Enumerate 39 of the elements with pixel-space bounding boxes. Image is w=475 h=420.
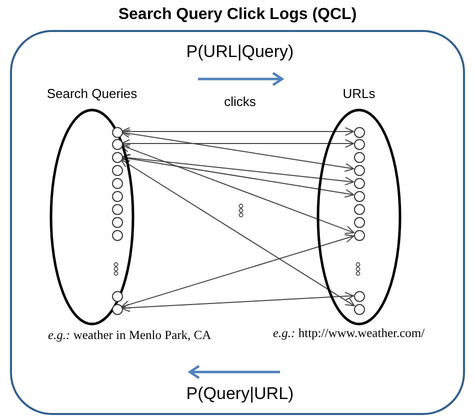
click-arrow <box>121 127 354 136</box>
click-arrow <box>120 144 354 234</box>
caption-text: clicks <box>224 94 256 109</box>
node-circle <box>112 178 123 189</box>
probability-label: P(URL|Query) <box>186 42 294 62</box>
node-circle <box>112 291 123 302</box>
set-heading: Search Queries <box>46 86 138 101</box>
set-heading: URLs <box>342 86 376 101</box>
click-arrow <box>120 234 354 309</box>
node-circle <box>354 217 365 228</box>
node-circle <box>354 291 365 302</box>
node-circle <box>354 165 365 176</box>
node-circle <box>354 230 365 241</box>
node-circle <box>112 217 123 228</box>
node-circle <box>112 127 123 138</box>
node-circle <box>112 304 123 315</box>
click-arrow <box>120 154 354 198</box>
node-circle <box>112 139 123 150</box>
node-circle <box>112 152 123 163</box>
example-text: e.g.: http://www.weather.com/ <box>273 326 425 341</box>
node-circle <box>354 178 365 189</box>
node-circle <box>112 165 123 176</box>
click-arrow <box>121 153 354 186</box>
node-circle <box>354 204 365 215</box>
node-circle <box>112 191 123 202</box>
probability-label: P(Query|URL) <box>186 384 294 404</box>
node-circle <box>112 230 123 241</box>
example-text: e.g.: weather in Menlo Park, CA <box>48 328 212 343</box>
node-circle <box>354 191 365 202</box>
frame-heading: Search Query Click Logs (QCL) <box>118 6 357 24</box>
node-circle <box>354 139 365 150</box>
node-circle <box>112 204 123 215</box>
click-arrow <box>120 129 354 172</box>
node-circle <box>354 304 365 315</box>
node-circle <box>354 152 365 163</box>
click-arrow <box>120 158 355 306</box>
click-arrow <box>121 292 354 312</box>
click-arrow <box>121 139 354 148</box>
node-circle <box>354 127 365 138</box>
